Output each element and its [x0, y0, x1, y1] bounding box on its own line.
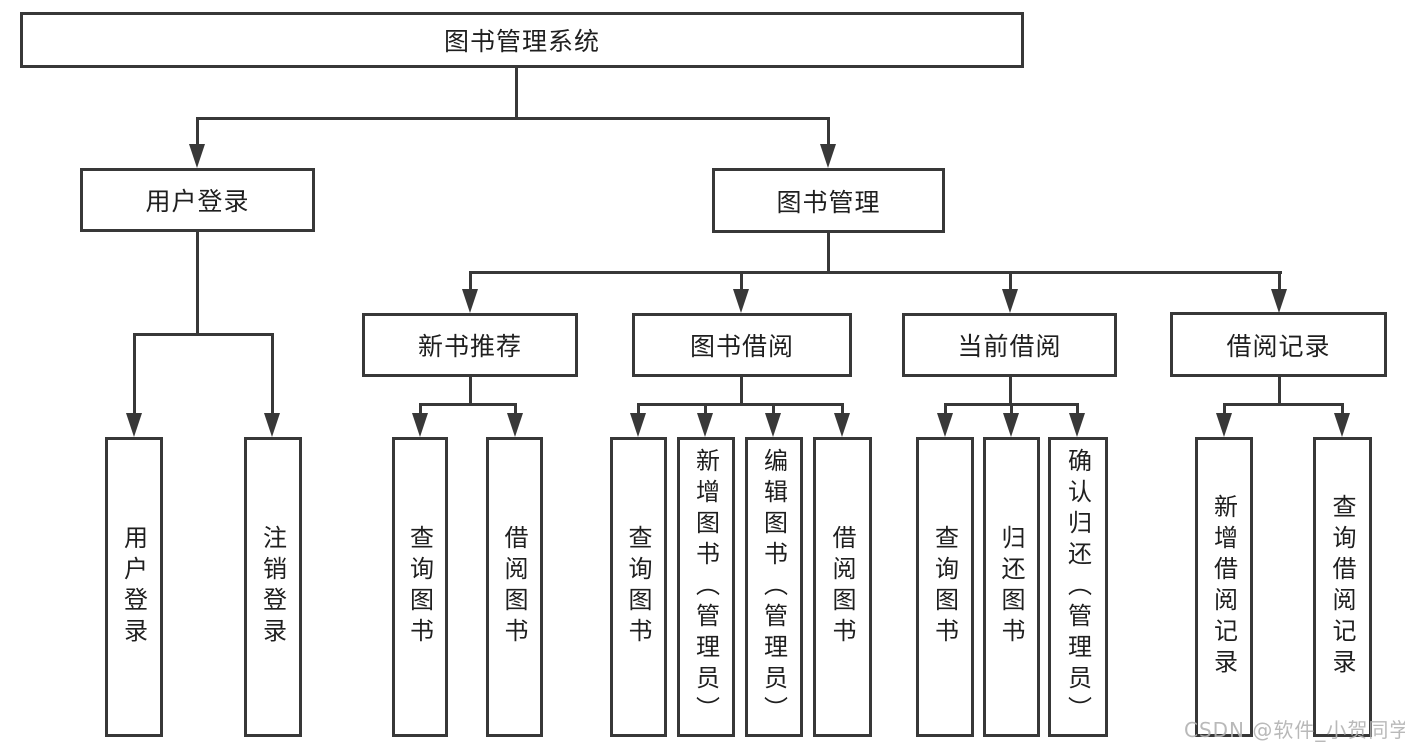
arrowhead-nb-query	[412, 413, 428, 437]
connector-drop-br-query	[1341, 403, 1344, 417]
arrowhead-borrow-records	[1271, 289, 1287, 313]
arrowhead-bb-add	[697, 413, 713, 437]
connector-drop-book-borrow	[740, 271, 743, 291]
arrowhead-bb-borrow	[834, 413, 850, 437]
connector-drop-cb-confirm	[1076, 403, 1079, 417]
leaf-cb-confirm-return-admin: 确认归还（管理员）	[1048, 437, 1108, 737]
connector-drop-bb-query	[637, 403, 640, 417]
node-current-borrowing: 当前借阅	[902, 313, 1117, 377]
arrowhead-bb-query	[630, 413, 646, 437]
connector-drop-cb-return	[1010, 403, 1013, 417]
arrowhead-leaf-user-login	[126, 413, 142, 437]
connector-book-borrow-bar	[637, 403, 844, 406]
leaf-br-add-borrow-record: 新增借阅记录	[1195, 437, 1253, 737]
leaf-bb-add-books-admin: 新增图书（管理员）	[677, 437, 735, 737]
connector-drop-current-borrow	[1009, 271, 1012, 291]
connector-current-borrow-stem	[1009, 377, 1012, 405]
csdn-watermark: CSDN @软件_小贺同学	[1184, 718, 1405, 742]
leaf-nb-borrow-books: 借阅图书	[486, 437, 543, 737]
connector-root-stem	[515, 68, 518, 118]
connector-level2-bar	[196, 117, 830, 120]
connector-drop-leaf-logout	[271, 333, 274, 413]
connector-borrow-records-stem	[1278, 377, 1281, 405]
arrowhead-cb-return	[1003, 413, 1019, 437]
connector-drop-borrow-records	[1278, 271, 1281, 291]
arrowhead-new-book	[462, 289, 478, 313]
arrowhead-nb-borrow	[507, 413, 523, 437]
connector-drop-user-login	[196, 117, 199, 147]
node-book-borrowing: 图书借阅	[632, 313, 852, 377]
leaf-bb-query-books: 查询图书	[610, 437, 667, 737]
connector-new-book-stem	[469, 377, 472, 405]
connector-drop-bb-borrow	[841, 403, 844, 417]
arrowhead-leaf-logout	[264, 413, 280, 437]
arrowhead-book-borrow	[733, 289, 749, 313]
connector-user-login-bar	[133, 333, 274, 336]
arrowhead-br-query	[1334, 413, 1350, 437]
leaf-br-query-borrow-record: 查询借阅记录	[1313, 437, 1372, 737]
leaf-cb-return-books: 归还图书	[983, 437, 1040, 737]
connector-drop-nb-query	[419, 403, 422, 417]
leaf-user-login: 用户登录	[105, 437, 163, 737]
arrowhead-cb-query	[937, 413, 953, 437]
arrowhead-book-management	[820, 144, 836, 168]
arrowhead-bb-edit	[765, 413, 781, 437]
connector-drop-cb-query	[944, 403, 947, 417]
connector-drop-bb-edit	[772, 403, 775, 417]
arrowhead-user-login	[189, 144, 205, 168]
connector-user-login-stem	[196, 232, 199, 335]
leaf-bb-borrow-books: 借阅图书	[813, 437, 872, 737]
connector-level3-bar	[469, 271, 1282, 274]
connector-drop-leaf-user-login	[133, 333, 136, 413]
node-user-login: 用户登录	[80, 168, 315, 232]
leaf-logout-login: 注销登录	[244, 437, 302, 737]
node-borrowing-records: 借阅记录	[1170, 312, 1387, 377]
connector-book-borrow-stem	[740, 377, 743, 405]
leaf-bb-edit-books-admin: 编辑图书（管理员）	[745, 437, 803, 737]
node-library-management-system: 图书管理系统	[20, 12, 1024, 68]
connector-drop-book-management	[827, 117, 830, 147]
arrowhead-current-borrow	[1002, 289, 1018, 313]
connector-drop-br-add	[1223, 403, 1226, 417]
connector-drop-bb-add	[704, 403, 707, 417]
connector-drop-nb-borrow	[514, 403, 517, 417]
connector-book-management-stem	[827, 233, 830, 273]
leaf-cb-query-books: 查询图书	[916, 437, 974, 737]
node-new-book-recommend: 新书推荐	[362, 313, 578, 377]
leaf-nb-query-books: 查询图书	[392, 437, 448, 737]
connector-drop-new-book	[469, 271, 472, 291]
connector-new-book-bar	[419, 403, 517, 406]
arrowhead-br-add	[1216, 413, 1232, 437]
arrowhead-cb-confirm	[1069, 413, 1085, 437]
node-book-management: 图书管理	[712, 168, 945, 233]
connector-borrow-records-bar	[1223, 403, 1343, 406]
